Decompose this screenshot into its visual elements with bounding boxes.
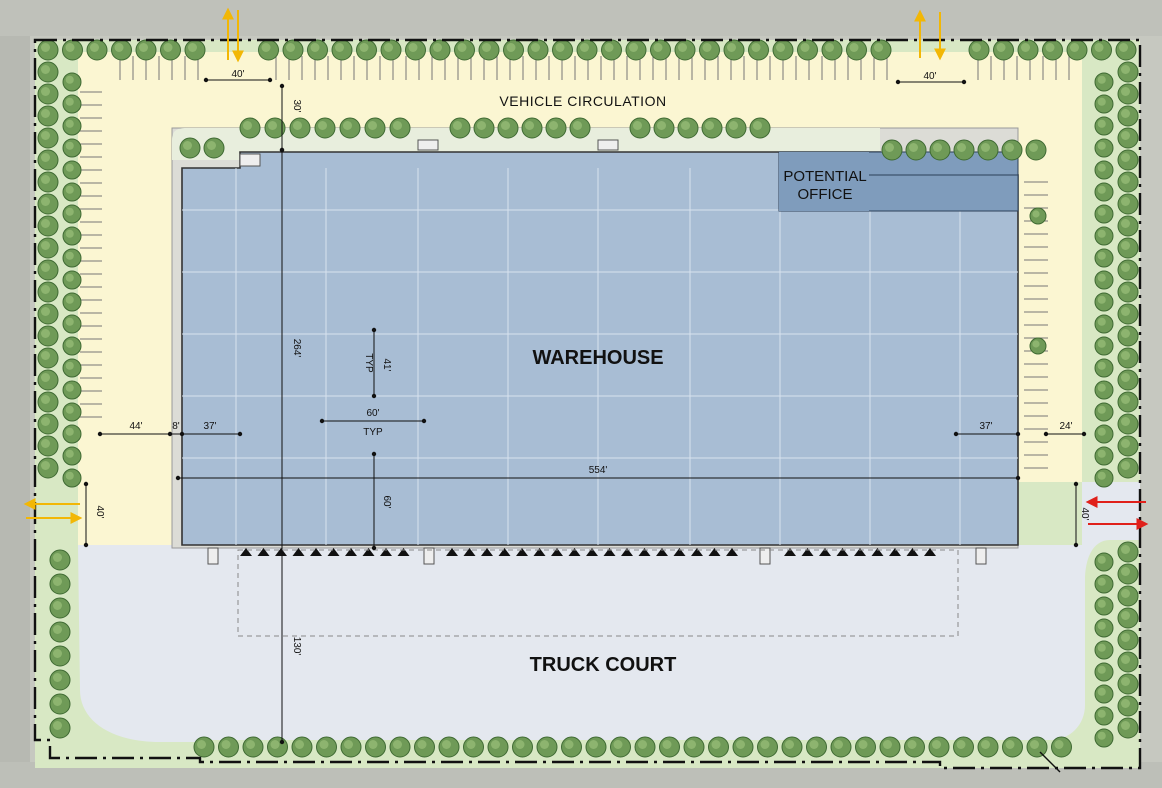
dim-left-entry: 40' (94, 505, 105, 518)
trailer-zone (237, 549, 959, 637)
dim-truck-court-depth: 130' (291, 637, 302, 656)
dim-bay-depth-note: TYP (363, 353, 374, 373)
dim-left-bay: 37' (203, 421, 216, 432)
column-grid (182, 168, 1018, 545)
parking-stalls-top (119, 56, 1070, 80)
office-label-line2: OFFICE (798, 186, 853, 203)
office-label-line1: POTENTIAL (783, 168, 866, 185)
dim-building-length: 554' (589, 465, 608, 476)
dim-top-right-drive: 40' (923, 71, 936, 82)
dim-top-left-drive: 40' (231, 69, 244, 80)
dim-building-depth: 264' (291, 339, 302, 358)
dim-left-parking: 44' (129, 421, 142, 432)
dim-bay-depth: 41' (381, 358, 392, 371)
dock-doors (240, 548, 936, 556)
dim-right-parking: 24' (1059, 421, 1072, 432)
dim-bay-width: 60' (366, 408, 379, 419)
warehouse-label: WAREHOUSE (532, 347, 663, 369)
arrow-icon (23, 7, 1149, 530)
dim-top-setback: 30' (291, 99, 302, 112)
dim-left-walk: 8' (172, 421, 180, 432)
truck-court-label: TRUCK COURT (530, 654, 677, 676)
dim-bay-width-note: TYP (363, 427, 383, 438)
dim-right-bay: 37' (979, 421, 992, 432)
dim-dock-bay: 60' (381, 495, 392, 508)
property-line (33, 38, 1142, 770)
dim-right-entry: 40' (1079, 507, 1090, 520)
vehicle-circulation-label: VEHICLE CIRCULATION (499, 93, 666, 109)
vehicle-circulation-area (78, 52, 1082, 545)
dimension-lines (83, 77, 1087, 773)
parking-stalls-left (80, 91, 102, 418)
exterior-stairs (207, 139, 987, 565)
